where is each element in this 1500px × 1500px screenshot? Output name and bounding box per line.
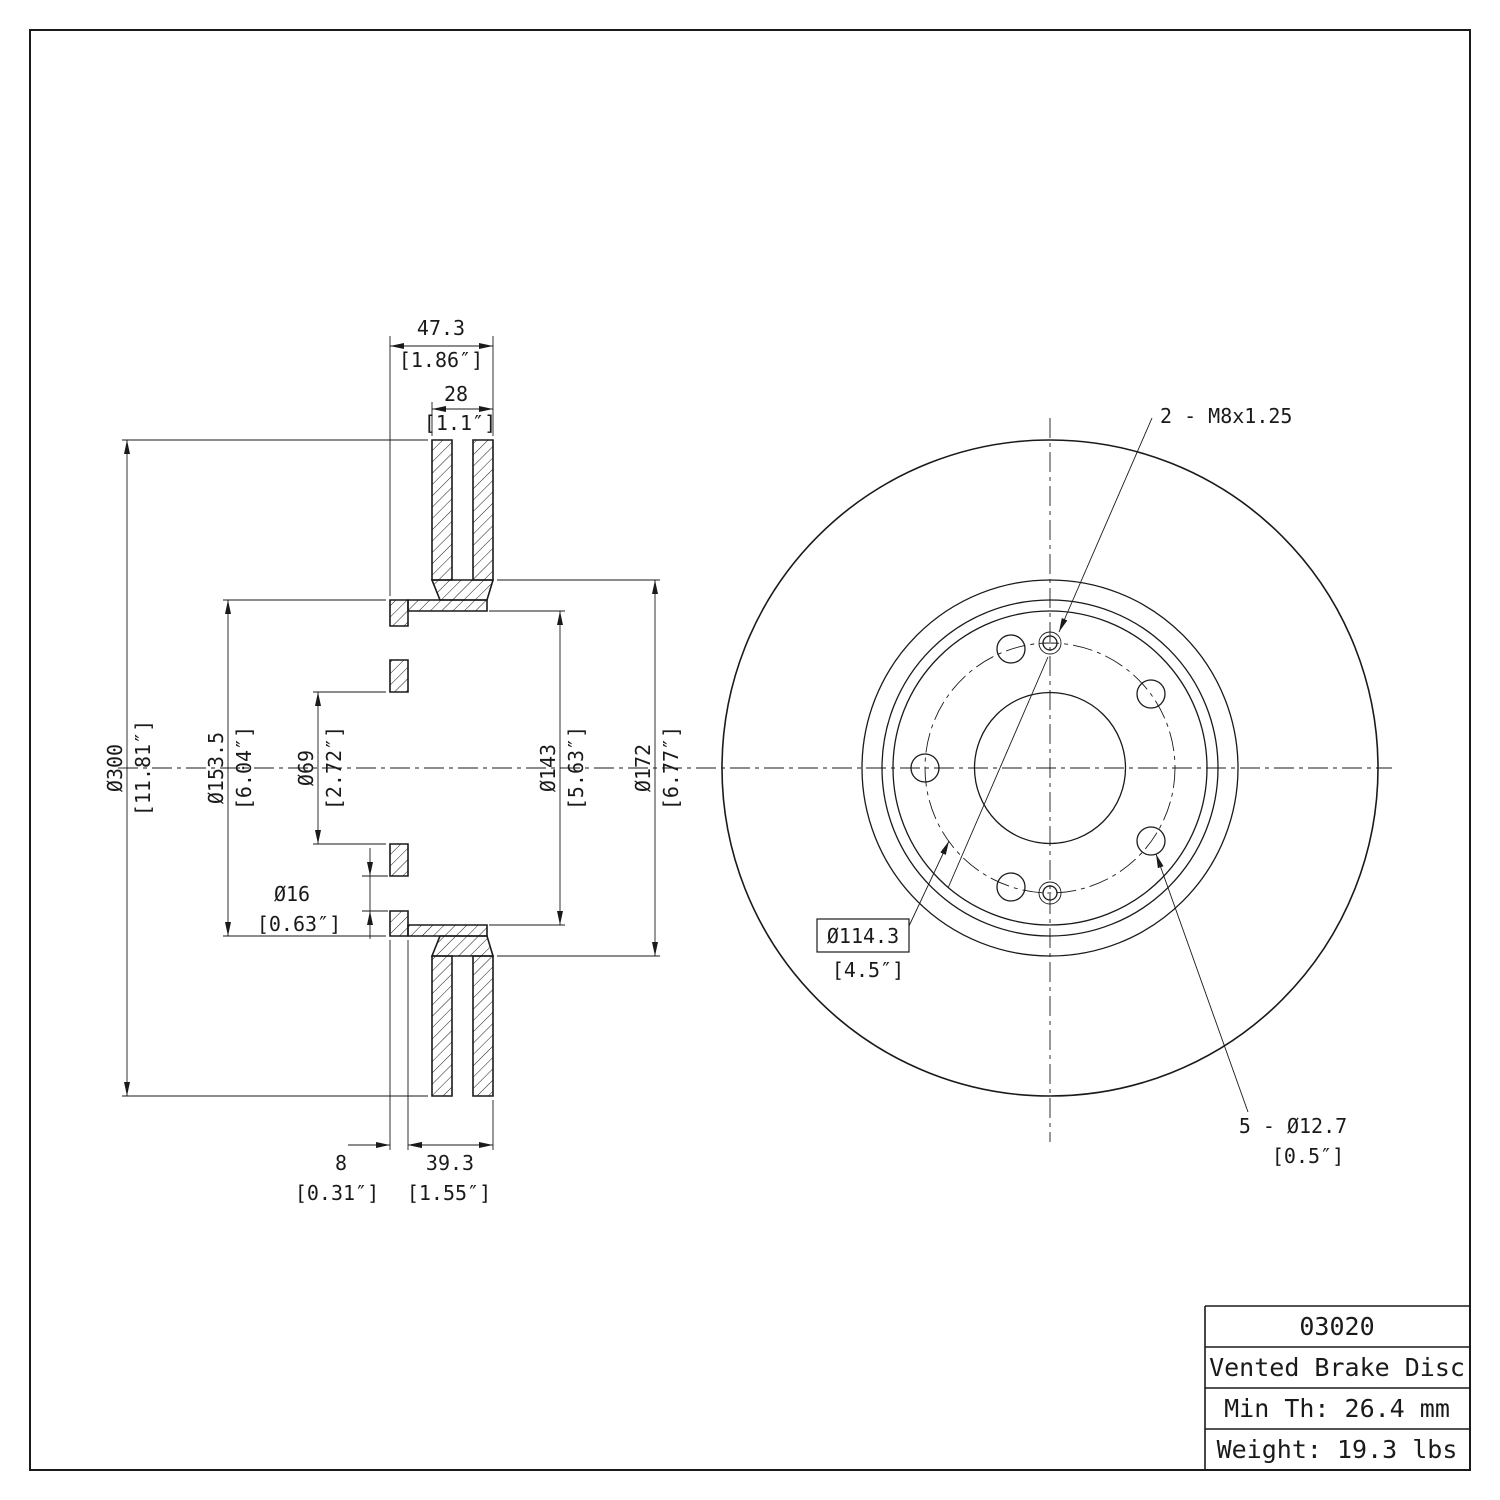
hat-outer-circle [861,579,1239,957]
outer-diameter-circle [721,439,1379,1097]
center-bore-circle [973,691,1127,845]
callout-bolt-circle-mm: Ø114.3 [827,924,899,948]
callout-bolt-circle-in: [4.5″] [832,958,904,982]
part-description: Vented Brake Disc [1209,1353,1465,1382]
dim-bore-dia-in: [2.72″] [322,726,346,810]
thread-hole-major [1038,881,1062,905]
dim-recess-dia-in: [5.63″] [564,726,588,810]
section-view: 47.3 [1.86″] 28 [1.1″] Ø300 [11.81″] Ø15… [103,316,683,1205]
drawing-border [29,29,1471,1471]
section-rotor-top [389,439,495,693]
lug-hole [910,753,940,783]
dim-disc-thickness-mm: 28 [444,382,468,406]
callout-thread: 2 - M8x1.25 [1160,404,1292,428]
dim-overall-width-mm: 47.3 [417,316,465,340]
dim-hat-depth-in: [1.55″] [407,1181,491,1205]
bolt-circle [924,642,1176,894]
dim-hat-outer-dia-in: [6.77″] [659,726,683,810]
front-callouts: 2 - M8x1.25 Ø114.3 [4.5″] 5 - Ø12.7 [0.5… [816,404,1347,1168]
section-dimensions: 47.3 [1.86″] 28 [1.1″] Ø300 [11.81″] Ø15… [103,316,683,1205]
thread-hole-major [1038,631,1062,655]
dim-hole-dia-in: [0.63″] [257,912,341,936]
thread-hole [1042,635,1058,651]
section-rotor-bottom [389,843,495,1097]
bolt-circle-label-box [816,918,910,953]
front-view: 2 - M8x1.25 Ø114.3 [4.5″] 5 - Ø12.7 [0.5… [721,404,1379,1168]
thread-holes [1038,631,1062,905]
dim-bore-dia-mm: Ø69 [294,750,318,786]
dim-outer-dia-in: [11.81″] [131,720,155,816]
min-thickness: Min Th: 26.4 mm [1224,1394,1450,1423]
dim-flange-thickness-in: [0.31″] [295,1181,379,1205]
lug-holes [910,634,1166,902]
dim-hat-dia-mm: Ø153.5 [204,732,228,804]
lug-hole [1136,826,1166,856]
lug-hole [996,634,1026,664]
hat-circle [881,599,1219,937]
dim-outer-dia-mm: Ø300 [103,744,127,792]
part-weight: Weight: 19.3 lbs [1217,1435,1458,1464]
thread-hole [1042,885,1058,901]
dim-disc-thickness-in: [1.1″] [424,411,496,435]
lug-hole [1136,679,1166,709]
part-number: 03020 [1299,1312,1374,1341]
dim-hole-dia-mm: Ø16 [274,882,310,906]
title-block: 03020 Vented Brake Disc Min Th: 26.4 mm … [1204,1305,1470,1470]
callout-lug-holes: 5 - Ø12.7 [1239,1114,1347,1138]
dim-hat-depth-mm: 39.3 [426,1151,474,1175]
dim-flange-thickness-mm: 8 [335,1151,347,1175]
callout-lug-holes-in: [0.5″] [1272,1144,1344,1168]
dim-recess-dia-mm: Ø143 [536,744,560,792]
dim-overall-width-in: [1.86″] [399,348,483,372]
dim-hat-dia-in: [6.04″] [232,726,256,810]
recess-circle [892,610,1208,926]
dim-hat-outer-dia-mm: Ø172 [631,744,655,792]
lug-hole [996,872,1026,902]
